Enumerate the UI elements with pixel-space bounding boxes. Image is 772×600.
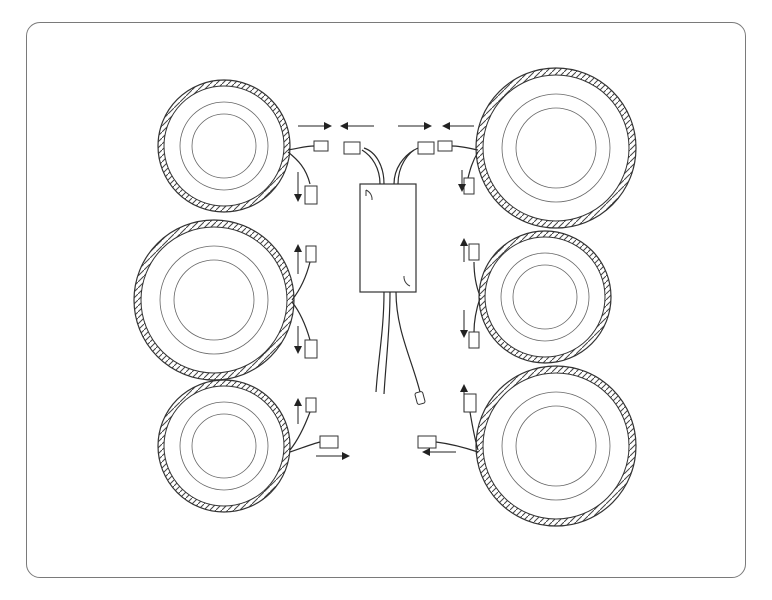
connector-bottom-right	[417, 393, 479, 453]
light-middle-left	[133, 219, 295, 381]
connector-bottom-left	[289, 397, 339, 453]
arrow-left-icon	[442, 122, 474, 130]
connector-top-left	[287, 140, 361, 205]
arrow-right-icon	[398, 122, 432, 130]
light-bottom-left	[157, 379, 291, 513]
arrow-up-icon	[460, 384, 468, 412]
arrow-down-icon	[294, 172, 302, 202]
arrow-down-icon	[458, 170, 466, 192]
arrow-left-icon	[340, 122, 374, 130]
arrow-right-icon	[298, 122, 332, 130]
light-top-left	[157, 79, 291, 213]
arrow-up-icon	[294, 244, 302, 274]
arrow-up-icon	[460, 238, 468, 262]
light-bottom-right	[475, 365, 637, 527]
light-middle-right	[478, 230, 612, 364]
arrow-down-icon	[294, 326, 302, 354]
arrow-down-icon	[460, 310, 468, 338]
light-top-right	[475, 67, 637, 229]
arrows	[294, 122, 474, 460]
connector-middle-right	[468, 243, 481, 349]
arrow-left-icon	[422, 448, 456, 456]
arrow-up-icon	[294, 398, 302, 424]
connector-top-right	[417, 140, 479, 195]
led-driver-box	[359, 147, 426, 405]
arrow-right-icon	[316, 452, 350, 460]
connector-middle-left	[291, 245, 318, 359]
diagram-frame	[26, 22, 746, 578]
